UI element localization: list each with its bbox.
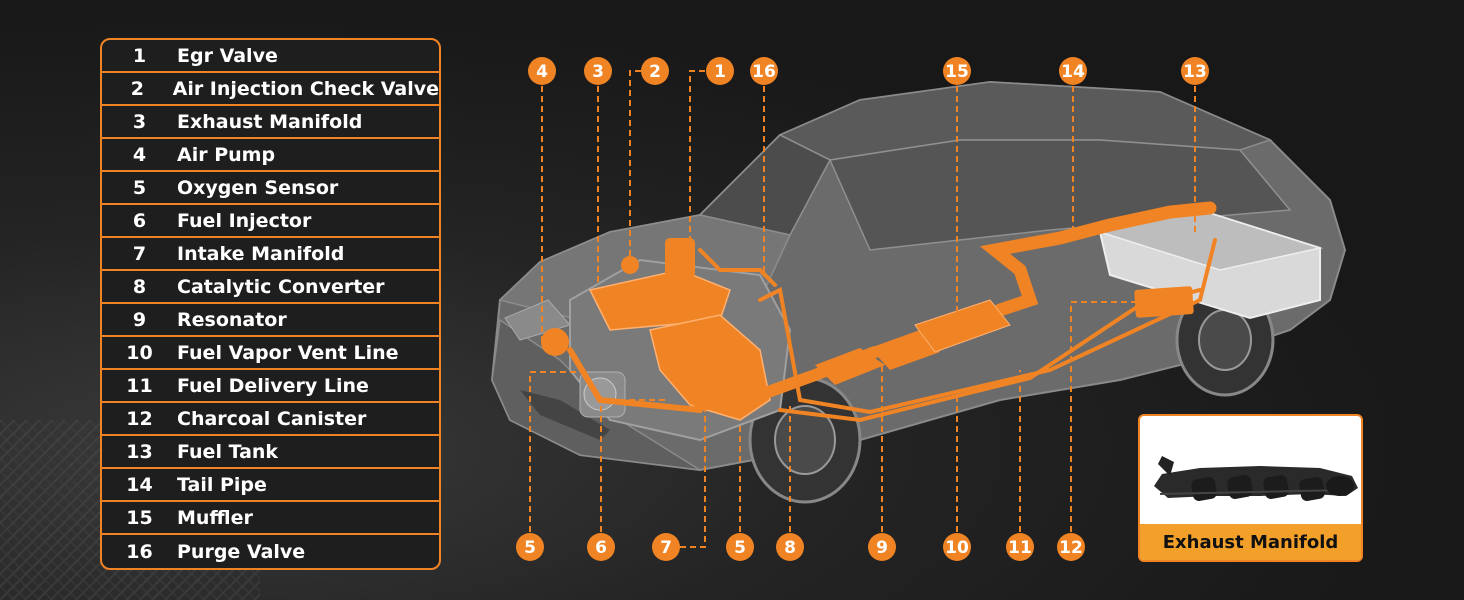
legend-number: 9 [132, 308, 147, 331]
callout-14-top: 14 [1059, 57, 1087, 85]
callout-2-top: 2 [641, 57, 669, 85]
legend-row: 12 Charcoal Canister [102, 403, 439, 436]
callout-6-bottom: 6 [587, 533, 615, 561]
charcoal-canister-shape [1134, 286, 1194, 318]
svg-text:1: 1 [714, 62, 726, 82]
legend-number: 2 [130, 77, 144, 100]
legend-number: 8 [132, 275, 147, 298]
catalytic-converter-shape [815, 348, 885, 385]
legend-number: 6 [132, 209, 147, 232]
legend-row: 13 Fuel Tank [102, 436, 439, 469]
callout-10-bottom: 10 [943, 533, 971, 561]
legend-part-name: Catalytic Converter [177, 275, 385, 298]
muffler-shape [914, 299, 1011, 353]
leader-lines [529, 70, 1196, 548]
legend-part-name: Tail Pipe [177, 473, 267, 496]
callout-5-bottom-left: 5 [516, 533, 544, 561]
legend-part-name: Air Injection Check Valve [172, 77, 439, 100]
callout-1-top: 1 [706, 57, 734, 85]
svg-text:13: 13 [1183, 62, 1207, 82]
legend-part-name: Purge Valve [177, 540, 306, 563]
legend-part-name: Fuel Tank [177, 440, 279, 463]
legend-row: 3 Exhaust Manifold [102, 106, 439, 139]
svg-text:7: 7 [660, 538, 672, 558]
inset-caption: Exhaust Manifold [1140, 524, 1361, 560]
legend-row: 9 Resonator [102, 304, 439, 337]
callout-9-bottom: 9 [868, 533, 896, 561]
front-grille [520, 390, 610, 440]
legend-row: 5 Oxygen Sensor [102, 172, 439, 205]
legend-number: 16 [126, 540, 153, 563]
legend-row: 6 Fuel Injector [102, 205, 439, 238]
legend-row: 10 Fuel Vapor Vent Line [102, 337, 439, 370]
product-inset-card: Exhaust Manifold [1138, 414, 1363, 562]
resonator-shape [870, 330, 940, 370]
legend-part-name: Fuel Injector [177, 209, 312, 232]
callout-7-bottom: 7 [652, 533, 680, 561]
legend-part-name: Air Pump [177, 143, 276, 166]
svg-text:16: 16 [752, 62, 776, 82]
legend-part-name: Egr Valve [177, 44, 278, 67]
callout-16-top: 16 [750, 57, 778, 85]
svg-text:8: 8 [784, 538, 796, 558]
car-side-window [828, 139, 1292, 251]
legend-row: 16 Purge Valve [102, 535, 439, 568]
callout-5-bottom-right: 5 [726, 533, 754, 561]
legend-row: 4 Air Pump [102, 139, 439, 172]
legend-part-name: Muffler [177, 506, 253, 529]
svg-text:10: 10 [945, 538, 969, 558]
exhaust-manifold-product-image [1154, 456, 1358, 501]
callout-11-bottom: 11 [1006, 533, 1034, 561]
legend-number: 15 [126, 506, 153, 529]
callout-8-bottom: 8 [776, 533, 804, 561]
svg-text:4: 4 [536, 62, 548, 82]
callout-3-top: 3 [584, 57, 612, 85]
svg-text:14: 14 [1061, 62, 1085, 82]
legend-number: 4 [132, 143, 147, 166]
svg-text:11: 11 [1008, 538, 1032, 558]
legend-part-name: Exhaust Manifold [177, 110, 363, 133]
svg-text:15: 15 [945, 62, 969, 82]
legend-row: 11 Fuel Delivery Line [102, 370, 439, 403]
callout-13-top: 13 [1181, 57, 1209, 85]
legend-number: 7 [132, 242, 147, 265]
legend-row: 2 Air Injection Check Valve [102, 73, 439, 106]
legend-part-name: Intake Manifold [177, 242, 345, 265]
legend-row: 7 Intake Manifold [102, 238, 439, 271]
legend-number: 14 [126, 473, 153, 496]
legend-part-name: Fuel Vapor Vent Line [177, 341, 399, 364]
callout-12-bottom: 12 [1057, 533, 1085, 561]
legend-number: 1 [132, 44, 147, 67]
callout-15-top: 15 [943, 57, 971, 85]
svg-text:12: 12 [1059, 538, 1083, 558]
legend-number: 3 [132, 110, 147, 133]
legend-row: 8 Catalytic Converter [102, 271, 439, 304]
legend-number: 12 [126, 407, 153, 430]
car-front-bumper [491, 318, 701, 471]
legend-number: 10 [126, 341, 153, 364]
legend-number: 11 [126, 374, 153, 397]
svg-text:3: 3 [592, 62, 604, 82]
legend-part-name: Fuel Delivery Line [177, 374, 369, 397]
svg-text:5: 5 [734, 538, 746, 558]
legend-row: 15 Muffler [102, 502, 439, 535]
callout-4-top: 4 [528, 57, 556, 85]
legend-number: 5 [132, 176, 147, 199]
svg-text:2: 2 [649, 62, 661, 82]
legend-part-name: Charcoal Canister [177, 407, 367, 430]
legend-row: 1 Egr Valve [102, 40, 439, 73]
svg-text:6: 6 [595, 538, 607, 558]
svg-text:5: 5 [524, 538, 536, 558]
legend-row: 14 Tail Pipe [102, 469, 439, 502]
svg-text:9: 9 [876, 538, 888, 558]
legend-part-name: Resonator [177, 308, 287, 331]
rear-wheel-hub [1198, 309, 1252, 371]
legend-part-name: Oxygen Sensor [177, 176, 339, 199]
parts-legend-table: 1 Egr Valve 2 Air Injection Check Valve 3 E… [100, 38, 441, 570]
legend-number: 13 [126, 440, 153, 463]
